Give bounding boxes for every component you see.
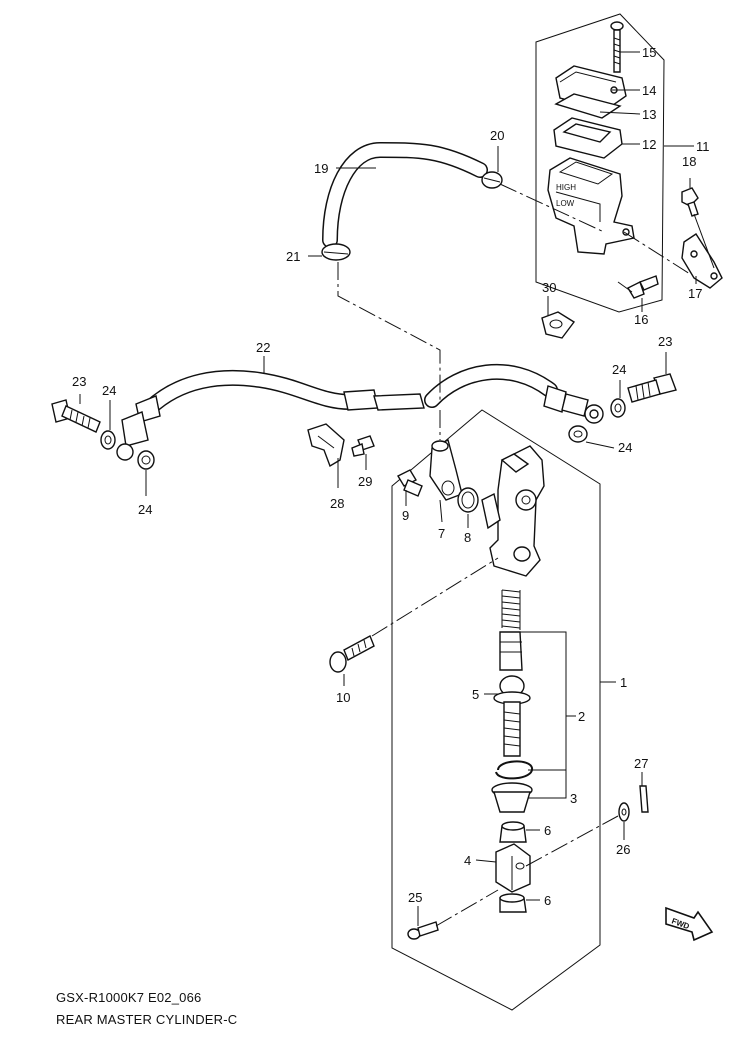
callout-24-left-top: 24 <box>102 383 116 398</box>
routing-line-pin25 <box>435 889 499 927</box>
callout-24-left-bottom: 24 <box>138 502 152 517</box>
callout-3: 3 <box>570 791 577 806</box>
callout-18: 18 <box>682 154 696 169</box>
callout-23-left: 23 <box>72 374 86 389</box>
master-cylinder-body <box>481 445 545 577</box>
callout-4: 4 <box>464 853 471 868</box>
brake-hose-left <box>116 369 425 461</box>
callout-30: 30 <box>542 280 556 295</box>
union-bolt-right <box>627 373 677 403</box>
callout-17: 17 <box>688 286 702 301</box>
o-ring-8 <box>457 487 479 513</box>
callout-16: 16 <box>634 312 648 327</box>
nut-6-top <box>499 821 527 843</box>
callout-23-right: 23 <box>658 334 672 349</box>
callout-2: 2 <box>578 709 585 724</box>
callout-10: 10 <box>336 690 350 705</box>
washer-right-a <box>610 398 626 418</box>
union-bolt-left <box>51 399 101 433</box>
spring <box>501 589 521 630</box>
callout-26: 26 <box>616 842 630 857</box>
push-rod <box>493 675 531 757</box>
hose-clamp-top <box>481 171 503 189</box>
callout-1: 1 <box>620 675 627 690</box>
mounting-bolt-10 <box>329 635 375 673</box>
diaphragm <box>553 117 623 159</box>
washer-left-a <box>100 430 116 450</box>
boot <box>491 782 533 813</box>
callout-7: 7 <box>438 526 445 541</box>
callout-13: 13 <box>642 107 656 122</box>
fwd-arrow-icon: FWD <box>665 906 714 942</box>
bracket-bolt <box>681 187 699 217</box>
callout-28: 28 <box>330 496 344 511</box>
callout-numbers: 15 14 13 12 11 18 17 16 19 20 21 30 22 2… <box>72 45 710 908</box>
clevis-pin-25 <box>407 921 439 940</box>
callout-15: 15 <box>642 45 656 60</box>
hose-clamp-30 <box>541 311 576 339</box>
circlip <box>495 760 533 780</box>
reservoir-group-outline <box>535 13 665 313</box>
piston <box>499 631 523 671</box>
callout-6-bottom: 6 <box>544 893 551 908</box>
reservoir-screw <box>610 21 624 73</box>
reservoir-bolt <box>627 275 659 299</box>
routing-line-hose-drop <box>337 262 441 400</box>
callout-29: 29 <box>358 474 372 489</box>
callout-22: 22 <box>256 340 270 355</box>
routing-line-bolt10 <box>371 557 499 637</box>
callout-8: 8 <box>464 530 471 545</box>
callout-19: 19 <box>314 161 328 176</box>
guide-bolt <box>351 435 375 457</box>
hose-joint <box>429 438 463 501</box>
routing-line-bracket <box>623 231 691 275</box>
callout-9: 9 <box>402 508 409 523</box>
callout-24-right-top: 24 <box>612 362 626 377</box>
callout-14: 14 <box>642 83 656 98</box>
reservoir-bracket <box>681 233 723 289</box>
brake-hose-right <box>424 363 604 424</box>
reservoir-tank: HIGH LOW <box>547 157 635 255</box>
high-mark: HIGH <box>556 183 576 192</box>
hose-clamp-bottom <box>321 243 351 261</box>
model-code: GSX-R1000K7 E02_066 <box>56 990 202 1005</box>
callout-20: 20 <box>490 128 504 143</box>
routing-line-bolt16 <box>617 281 633 293</box>
low-mark: LOW <box>556 199 575 208</box>
diagram-title: REAR MASTER CYLINDER-C <box>56 1012 238 1027</box>
washer-26 <box>618 802 630 822</box>
washer-right-b <box>568 425 588 443</box>
clevis-4 <box>495 843 531 893</box>
master-cylinder-group-outline <box>391 409 601 1011</box>
callout-25: 25 <box>408 890 422 905</box>
callout-24-right-bottom: 24 <box>618 440 632 455</box>
washer-left-b <box>137 450 155 470</box>
callout-12: 12 <box>642 137 656 152</box>
routing-line-reservoir <box>499 183 605 233</box>
leader-lines <box>79 51 715 926</box>
callout-11: 11 <box>696 139 710 154</box>
callout-27: 27 <box>634 756 648 771</box>
reservoir-hose <box>322 142 488 248</box>
cotter-pin-27 <box>639 785 649 813</box>
callout-6-top: 6 <box>544 823 551 838</box>
nut-6-bottom <box>499 893 527 913</box>
routing-line-washer26 <box>525 815 619 867</box>
callout-5: 5 <box>472 687 479 702</box>
joint-screw-9 <box>397 469 423 497</box>
callout-21: 21 <box>286 249 300 264</box>
hose-guide-clamp <box>307 423 345 468</box>
